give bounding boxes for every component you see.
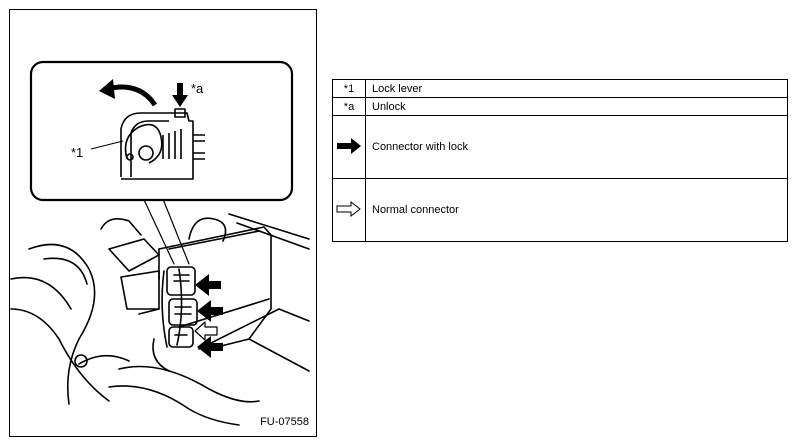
engine-bay-illustration: *a *1 FU-07558: [9, 9, 317, 437]
legend-text: Connector with lock: [365, 115, 788, 179]
legend-text: Lock lever: [365, 79, 788, 98]
filled-arrow-icon: [337, 137, 361, 154]
filled-arrow-icon: [197, 300, 223, 322]
legend-row: *a Unlock: [332, 97, 788, 116]
engine-bay-drawing: [10, 188, 310, 426]
legend-key: [332, 115, 366, 179]
lock-lever-detail: [90, 108, 205, 180]
filled-arrow-icon: [195, 274, 221, 296]
detail-inset: [29, 60, 294, 202]
legend-key: *1: [332, 79, 366, 98]
unlock-callout: *a: [191, 81, 204, 96]
legend-key: *a: [332, 97, 366, 116]
legend-table: *1 Lock lever *a Unlock Connector with l…: [332, 79, 788, 242]
legend-row: Connector with lock: [332, 115, 788, 179]
lever-callout: *1: [71, 145, 83, 160]
rotate-arrow-head: [99, 79, 115, 99]
figure-frame: [9, 9, 317, 437]
legend-text: Normal connector: [365, 178, 788, 242]
legend-row: *1 Lock lever: [332, 79, 788, 98]
figure-code: FU-07558: [260, 416, 309, 428]
unlock-arrow: [172, 83, 188, 107]
legend-key: [332, 178, 366, 242]
legend-text: Unlock: [365, 97, 788, 116]
legend-row: Normal connector: [332, 178, 788, 242]
filled-arrow-icon: [197, 336, 223, 358]
illustration-panel: *a *1 FU-07558: [9, 9, 317, 437]
outline-arrow-icon: [336, 200, 361, 217]
lock-connector-arrows: [195, 274, 223, 358]
